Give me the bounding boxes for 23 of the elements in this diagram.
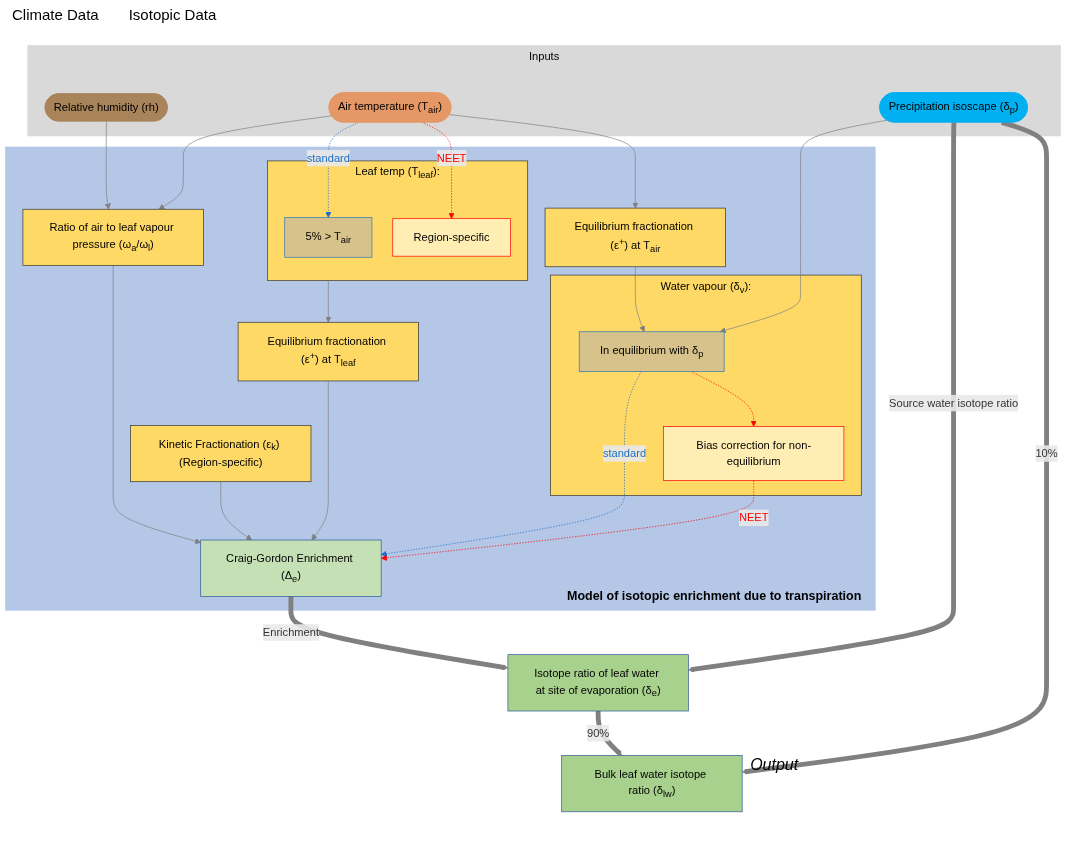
node-box: Isotope ratio of leaf water at site of evaporation (δ$_{e}$)	[507, 654, 689, 712]
edge-label: standard	[306, 152, 350, 165]
node-box: Craig-Gordon Enrichment (Δ$_{e}$)	[200, 540, 382, 598]
edge-label: NEET	[436, 152, 467, 165]
edge-label: Enrichment	[262, 626, 320, 639]
node-box: In equilibrium with δ$_{p}$	[578, 331, 725, 373]
node-box: Region-specific	[392, 218, 511, 257]
edge-label: standard	[602, 447, 647, 460]
side-label: Isotopic Data	[128, 6, 217, 23]
node-box: Kinetic Fractionation (ε$_{k}$) (Region-specific)	[130, 425, 312, 483]
edge-label: 90%	[587, 727, 610, 740]
side-label: Climate Data	[12, 6, 99, 23]
arrow	[288, 596, 509, 671]
node-caption: Output	[750, 755, 799, 774]
edge-label: NEET	[738, 511, 769, 524]
node-box: Bulk leaf water isotope ratio (δ$_{lw}$)	[561, 755, 743, 813]
node-box: Bias correction for non-equilibrium	[663, 426, 845, 482]
node-box: Ratio of air to leaf vapour pressure (ω$_{a}$/ω$_{l}$)	[22, 209, 204, 267]
node-box: 5% > T$_{air}$	[284, 217, 373, 258]
node-box: Equilibrium fractionation (ε$^{+}$) at T$_{leaf}$	[237, 322, 419, 382]
edge-label: 10%	[1035, 447, 1058, 460]
edge-label: Source water isotope ratio	[889, 397, 1019, 410]
node-box: Equilibrium fractionation (ε$^{+}$) at T$_{air}$	[544, 208, 726, 268]
